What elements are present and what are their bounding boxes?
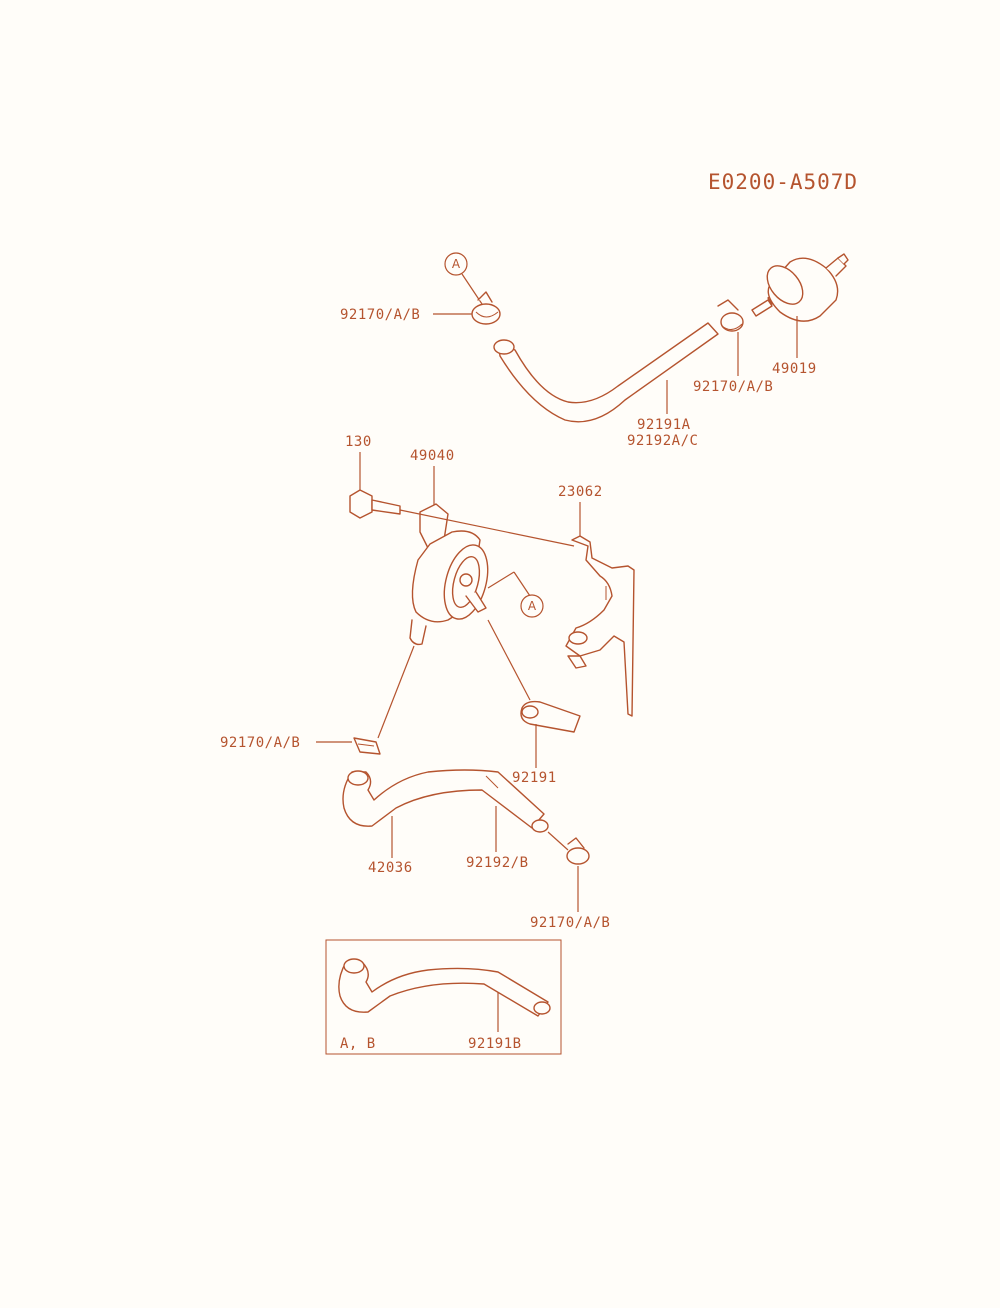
label-clamp-top-left: 92170/A/B — [340, 307, 420, 323]
bracket — [565, 535, 635, 717]
hose-top — [493, 322, 719, 423]
callout-a-pump: A — [487, 571, 544, 618]
label-inset-hose: 92191B — [468, 1036, 522, 1052]
clamp-top-left — [471, 291, 501, 325]
hose-short — [520, 700, 581, 733]
clamp-mid-left — [353, 737, 381, 755]
label-inset-variant: A, B — [340, 1036, 376, 1052]
label-clamp-mid-left: 92170/A/B — [220, 735, 300, 751]
fuel-pump — [409, 503, 489, 646]
clamp-bottom — [566, 837, 590, 865]
label-pipe: 42036 — [368, 860, 413, 876]
bolt — [349, 489, 401, 519]
label-hose-short: 92191 — [512, 770, 557, 786]
diagram-code: E0200-A507D — [708, 170, 858, 194]
callout-a-top: A — [444, 252, 483, 305]
label-hose-bottom: 92192/B — [466, 855, 529, 871]
svg-text:A: A — [528, 599, 537, 613]
label-hose-top-a: 92191A — [637, 417, 691, 433]
label-hose-top-b: 92192A/C — [627, 433, 698, 449]
label-clamp-bottom: 92170/A/B — [530, 915, 610, 931]
label-bracket: 23062 — [558, 484, 603, 500]
label-clamp-top-right: 92170/A/B — [693, 379, 773, 395]
label-pump: 49040 — [410, 448, 455, 464]
inset-hose — [338, 958, 551, 1017]
label-bolt: 130 — [345, 434, 372, 450]
label-filter: 49019 — [772, 361, 817, 377]
fuel-filter — [751, 253, 849, 322]
pipe-and-hose — [342, 769, 549, 833]
inset-box — [325, 939, 562, 1055]
svg-text:A: A — [452, 257, 461, 271]
clamp-top-right — [717, 299, 744, 332]
